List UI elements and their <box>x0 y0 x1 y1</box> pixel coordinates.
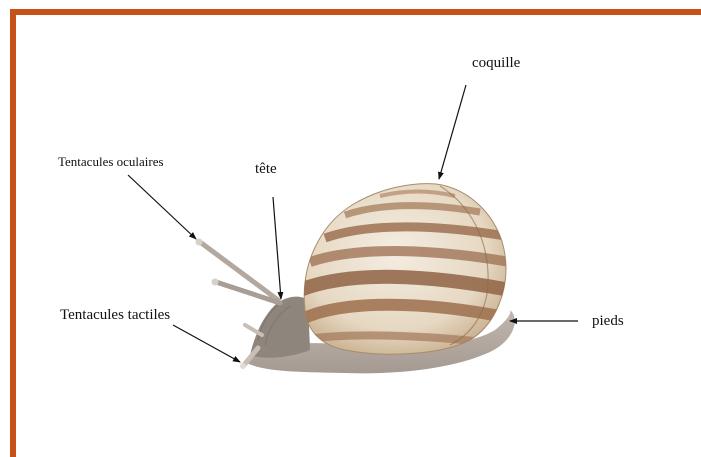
label-pieds: pieds <box>592 314 624 329</box>
snail-shell <box>300 184 510 355</box>
arrow-tete <box>273 197 281 299</box>
arrow-coquille <box>439 85 466 179</box>
ocular-tentacles <box>196 239 281 304</box>
arrow-tentacules-tactiles <box>173 325 240 362</box>
label-tentacules-tactiles: Tentacules tactiles <box>60 308 170 323</box>
label-tentacules-oculaires: Tentacules oculaires <box>58 155 164 168</box>
label-tete: tête <box>255 162 277 177</box>
arrow-tentacules-oculaires <box>128 175 196 239</box>
label-coquille: coquille <box>472 56 520 71</box>
